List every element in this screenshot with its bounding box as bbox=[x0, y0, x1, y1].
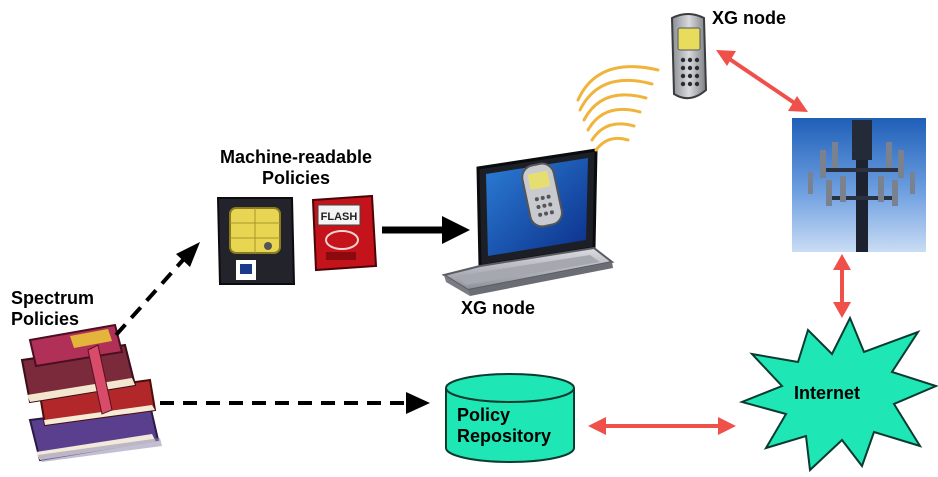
cell-tower-photo bbox=[792, 118, 926, 252]
policy-repository-line1: Policy bbox=[457, 405, 511, 425]
xg-node-laptop-label: XG node bbox=[461, 298, 536, 318]
internet-label: Internet bbox=[794, 383, 861, 403]
policy-repository-line2: Repository bbox=[457, 426, 552, 446]
flash-card-icon: FLASH bbox=[311, 194, 378, 272]
database-cylinder-icon bbox=[445, 373, 575, 463]
machine-readable-line1: Machine-readable bbox=[219, 147, 373, 167]
dashed-arrow-to-repository bbox=[160, 392, 430, 414]
machine-readable-policies-label: Machine-readable Policies bbox=[196, 147, 396, 189]
bidirectional-arrow-phone-tower bbox=[716, 50, 808, 112]
xg-node-phone-label: XG node bbox=[712, 8, 787, 28]
dashed-arrow-to-machine-policies bbox=[114, 242, 200, 337]
spectrum-policies-line1: Spectrum bbox=[11, 288, 95, 308]
books-icon bbox=[20, 323, 162, 462]
machine-readable-line2: Policies bbox=[261, 168, 331, 188]
solid-arrow-to-laptop bbox=[382, 216, 470, 244]
spectrum-policies-line2: Policies bbox=[11, 309, 80, 329]
mobile-phone-icon bbox=[670, 13, 708, 100]
laptop-icon bbox=[441, 148, 615, 296]
bidirectional-arrow-tower-internet bbox=[833, 254, 851, 318]
flash-card-text: FLASH bbox=[321, 211, 358, 223]
wireless-signal-icon bbox=[576, 65, 660, 152]
smartmedia-card-icon bbox=[216, 197, 296, 285]
spectrum-policies-label: Spectrum Policies bbox=[11, 288, 94, 330]
bidirectional-arrow-repository-internet bbox=[588, 417, 736, 435]
internet-burst-icon bbox=[738, 315, 938, 473]
policy-repository-label: Policy Repository bbox=[457, 405, 551, 447]
